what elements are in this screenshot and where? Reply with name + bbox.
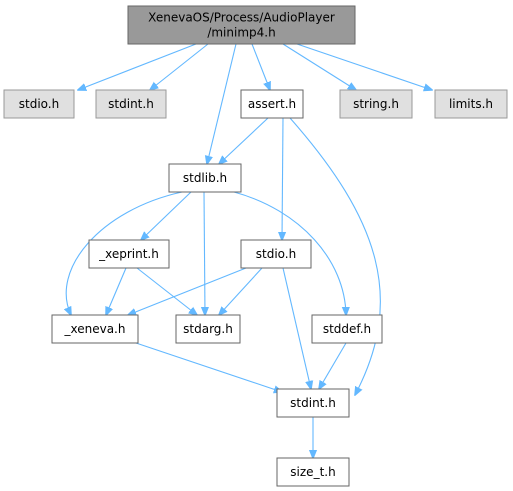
node-limits_sys-label: limits.h [449, 97, 493, 111]
node-stdint_sys: stdint.h [95, 89, 167, 119]
node-stdarg-box [175, 314, 241, 344]
edge-assert-to-stdio_local [282, 117, 283, 240]
node-string_sys: string.h [339, 89, 413, 119]
node-xeneva[interactable]: _xeneva.h [51, 314, 139, 344]
node-xeneva-label: _xeneva.h [64, 322, 126, 336]
node-size_t-box [276, 457, 350, 487]
edge-root-to-stdio_sys [78, 43, 197, 90]
edge-stddef-to-stdint_local [319, 342, 347, 389]
edge-root-to-stdlib [207, 43, 237, 164]
node-stdio_sys-box [3, 89, 75, 119]
edge-stdlib-to-xeneva [66, 191, 183, 315]
node-limits_sys: limits.h [434, 89, 508, 119]
edge-root-to-string_sys [282, 43, 356, 90]
edge-stdio_local-to-stdint_local [282, 267, 311, 389]
node-xeprint-box [88, 239, 170, 269]
edge-stdio_local-to-stdarg [219, 267, 263, 315]
node-stdio_local[interactable]: stdio.h [240, 239, 312, 269]
node-assert-box [240, 89, 304, 119]
node-stdlib-box [168, 163, 242, 193]
edge-xeneva-to-stdint_local [135, 342, 282, 392]
edges-layer [66, 43, 432, 458]
edge-stdlib-to-stddef [233, 191, 346, 315]
node-stdio_sys: stdio.h [3, 89, 75, 119]
edge-assert-to-stdlib [219, 117, 269, 164]
edge-xeprint-to-stdarg [136, 267, 197, 315]
node-assert[interactable]: assert.h [240, 89, 304, 119]
node-string_sys-label: string.h [353, 97, 399, 111]
node-root[interactable]: XenevaOS/Process/AudioPlayer/minimp4.h [127, 5, 356, 45]
node-stdint_sys-label: stdint.h [108, 97, 154, 111]
node-string_sys-box [339, 89, 413, 119]
node-root-box [127, 5, 356, 45]
node-stdarg-label: stdarg.h [183, 322, 233, 336]
edge-root-to-limits_sys [296, 43, 432, 90]
node-xeprint-label: _xeprint.h [98, 247, 159, 261]
nodes-layer: XenevaOS/Process/AudioPlayer/minimp4.h st… [3, 5, 508, 487]
edge-root-to-assert [251, 43, 270, 90]
edge-stdlib-to-stdarg [204, 191, 205, 315]
node-stdint_sys-box [95, 89, 167, 119]
node-stdint_local-label: stdint.h [290, 396, 336, 410]
node-stddef-box [311, 314, 383, 344]
node-size_t-label: size_t.h [290, 465, 335, 479]
node-stddef[interactable]: stddef.h [311, 314, 383, 344]
node-stdio_local-label: stdio.h [256, 247, 296, 261]
edge-assert-to-stdint_local [289, 117, 381, 395]
node-stdlib[interactable]: stdlib.h [168, 163, 242, 193]
node-xeprint[interactable]: _xeprint.h [88, 239, 170, 269]
node-stdarg[interactable]: stdarg.h [175, 314, 241, 344]
node-stdio_sys-label: stdio.h [19, 97, 59, 111]
node-size_t[interactable]: size_t.h [276, 457, 350, 487]
edge-stdio_local-to-xeneva [128, 267, 247, 315]
edge-root-to-stdint_sys [150, 43, 209, 90]
node-stdlib-label: stdlib.h [183, 171, 227, 185]
node-stdint_local-box [276, 388, 350, 418]
node-root-label: XenevaOS/Process/AudioPlayer/minimp4.h [148, 11, 335, 40]
node-xeneva-box [51, 314, 139, 344]
node-stdint_local[interactable]: stdint.h [276, 388, 350, 418]
node-assert-label: assert.h [248, 97, 296, 111]
node-limits_sys-box [434, 89, 508, 119]
edge-xeprint-to-xeneva [106, 267, 127, 315]
node-stdio_local-box [240, 239, 312, 269]
edge-stdlib-to-xeprint [141, 191, 192, 240]
node-stddef-label: stddef.h [323, 322, 371, 336]
